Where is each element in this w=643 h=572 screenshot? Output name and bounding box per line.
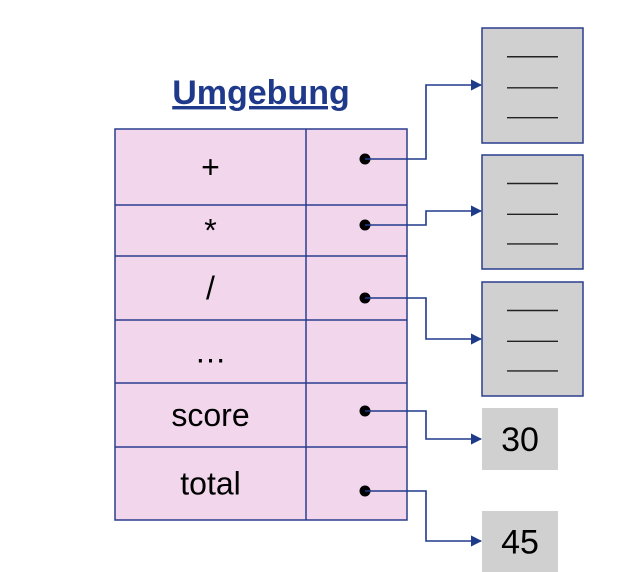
procedure-box [481,281,584,397]
procedure-box [481,154,584,270]
pointer-arrow [365,79,483,160]
code-lines-icon [507,56,558,119]
value-text: 45 [501,524,539,562]
pointer-arrow [365,205,483,226]
pointer-arrow [365,410,483,445]
code-lines-icon [507,182,558,245]
row-name: … [195,334,227,370]
code-lines-icon [507,309,558,372]
pointer-arrow [365,490,483,547]
environment-table: + * / … score total [114,128,408,521]
pointer-arrows [359,79,483,547]
row-name: / [206,270,215,306]
row-name: * [204,213,216,249]
row-name: + [201,149,220,185]
value-box: 30 [482,408,558,470]
row-name: score [171,397,249,433]
value-box: 45 [482,511,558,572]
pointer-arrow [365,297,483,345]
table-frame [114,128,408,521]
diagram-title: Umgebung [172,74,350,112]
target-objects: 30 45 [481,27,584,572]
procedure-box [481,27,584,144]
value-text: 30 [501,421,539,459]
row-name: total [180,466,240,502]
